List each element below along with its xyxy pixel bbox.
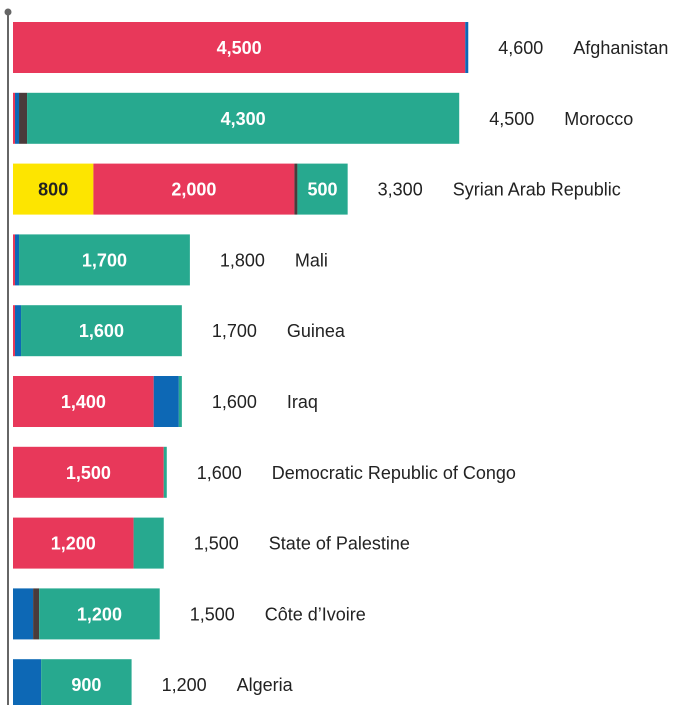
segment-value-label: 900 <box>71 675 101 695</box>
segment-value-label: 1,200 <box>77 604 122 624</box>
bar-segment-red <box>13 234 16 286</box>
country-label: Côte d’Ivoire <box>265 604 366 624</box>
bar-segment-red <box>13 376 154 427</box>
bar-segment-blue <box>13 588 34 640</box>
segment-value-label: 1,400 <box>61 392 106 412</box>
segment-value-label: 500 <box>308 180 338 200</box>
total-value-label: 1,600 <box>197 463 242 483</box>
country-label: Guinea <box>287 321 346 341</box>
bar-row <box>13 517 164 569</box>
country-label: Algeria <box>237 675 294 695</box>
bar-segment-teal <box>163 446 167 498</box>
bar-row <box>13 22 469 73</box>
total-value-label: 1,200 <box>162 675 207 695</box>
total-value-label: 4,500 <box>489 109 534 129</box>
total-value-label: 1,800 <box>220 250 265 270</box>
bar-row <box>13 234 190 286</box>
bar-row <box>13 446 167 498</box>
total-value-label: 3,300 <box>378 180 423 200</box>
bar-segment-red <box>13 92 16 144</box>
bar-segment-dark <box>19 92 28 144</box>
country-label: Democratic Republic of Congo <box>272 463 516 483</box>
bar-segment-dark <box>294 163 298 215</box>
country-label: State of Palestine <box>269 534 410 554</box>
bar-row <box>13 376 182 427</box>
segment-value-label: 800 <box>38 180 68 200</box>
segment-value-label: 1,200 <box>51 534 96 554</box>
segment-value-label: 4,300 <box>221 109 266 129</box>
segment-value-label: 1,700 <box>82 250 127 270</box>
country-label: Syrian Arab Republic <box>453 180 621 200</box>
country-label: Afghanistan <box>573 38 668 58</box>
total-value-label: 4,600 <box>498 38 543 58</box>
country-label: Iraq <box>287 392 318 412</box>
bar-segment-teal <box>178 376 182 427</box>
country-label: Mali <box>295 250 328 270</box>
bar-row <box>13 659 132 705</box>
bar-segment-red <box>13 22 466 73</box>
bar-segment-teal <box>27 92 460 144</box>
bar-segment-blue <box>153 376 179 427</box>
total-value-label: 1,500 <box>190 604 235 624</box>
segment-value-label: 4,500 <box>217 38 262 58</box>
bar-segment-red <box>13 517 134 569</box>
bar-row <box>13 163 348 215</box>
bar-segment-blue <box>13 659 42 705</box>
bar-row <box>13 305 182 357</box>
bar-segment-blue <box>15 234 20 286</box>
segment-value-label: 1,600 <box>79 321 124 341</box>
segment-value-label: 1,500 <box>66 463 111 483</box>
bar-segment-teal <box>21 305 182 357</box>
segment-value-label: 2,000 <box>171 180 216 200</box>
bar-segment-teal <box>41 659 132 705</box>
bar-segment-teal <box>39 588 160 640</box>
bar-segment-red <box>93 163 295 215</box>
bar-segment-blue <box>465 22 469 73</box>
bar-segment-blue <box>15 92 20 144</box>
bar-segment-red <box>13 446 164 498</box>
total-value-label: 1,500 <box>194 534 239 554</box>
country-label: Morocco <box>564 109 633 129</box>
bar-segment-teal <box>297 163 348 215</box>
bar-segment-teal <box>19 234 190 286</box>
bar-segment-yellow <box>13 163 94 215</box>
y-axis-top-dot <box>4 8 12 16</box>
total-value-label: 1,700 <box>212 321 257 341</box>
bar-segment-dark <box>33 588 40 640</box>
bar-segment-red <box>13 305 16 357</box>
bar-row <box>13 92 460 144</box>
bar-segment-teal <box>133 517 164 569</box>
bar-segment-blue <box>15 305 22 357</box>
total-value-label: 1,600 <box>212 392 257 412</box>
bar-row <box>13 588 160 640</box>
